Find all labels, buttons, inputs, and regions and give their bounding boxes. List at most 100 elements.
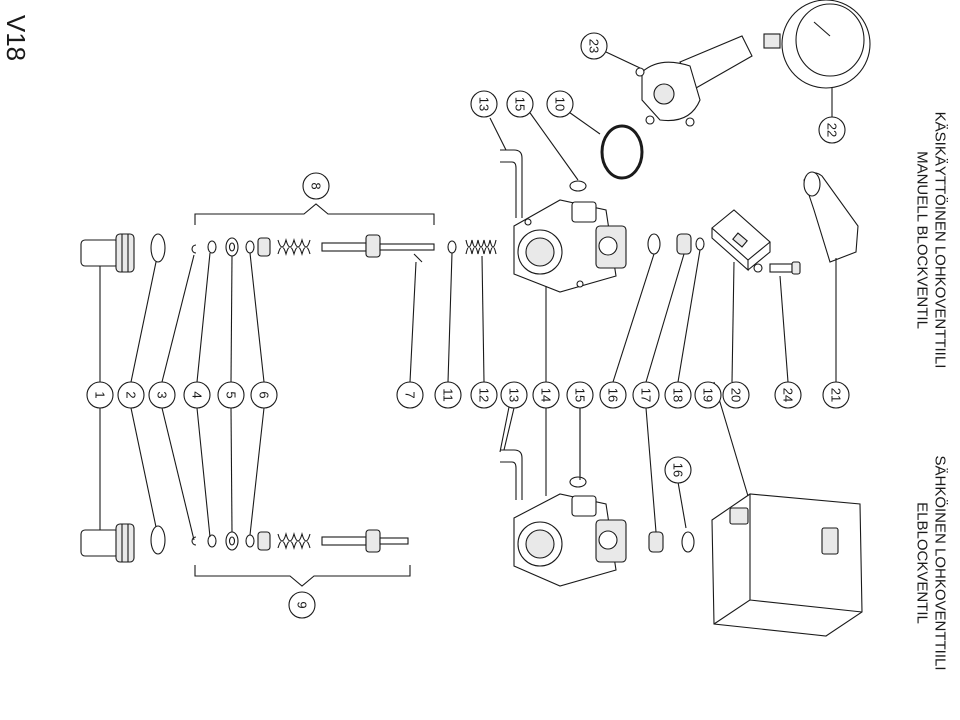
callout-13-top: 13 [470,90,498,118]
callout-16-top-label: 16 [606,388,621,402]
callout-13-bottom-label: 13 [507,388,522,402]
part-hose-fitting-bottom [80,523,135,563]
part-seal-5-bottom [225,531,239,551]
callout-17-label: 17 [639,388,654,402]
callout-15-bottom: 15 [566,381,594,409]
part-seal-17-top [676,233,692,255]
callout-24: 24 [774,381,802,409]
callout-11: 11 [434,381,462,409]
part-plunger-bottom [321,529,409,553]
part-seal-ring-top [257,237,271,257]
callout-6: 6 [250,381,278,409]
part-seal-5-top [225,237,239,257]
callout-5: 5 [217,381,245,409]
callout-7-label: 7 [403,391,418,398]
callout-4: 4 [183,381,211,409]
part-gasket-top [150,233,166,263]
callout-17: 17 [632,381,660,409]
callout-23-label: 23 [587,39,602,53]
bracket-8 [194,203,435,225]
callout-13-top-label: 13 [477,97,492,111]
part-solenoid-actuator-19 [711,493,863,637]
callout-15-top: 15 [506,90,534,118]
callout-11-label: 11 [441,388,456,402]
callout-8-label: 8 [309,182,324,189]
part-washer-15-bottom [569,476,587,488]
part-handle-21 [803,171,859,263]
leader-lines [99,51,837,541]
part-pressure-gauge-22 [763,0,871,89]
callout-21: 21 [822,381,850,409]
callout-16-bottom: 16 [664,456,692,484]
callout-19-label: 19 [701,388,716,402]
callout-6-label: 6 [257,391,272,398]
callout-10-label: 10 [553,97,568,111]
callout-21-label: 21 [829,388,844,402]
part-oring-16-top [647,233,661,255]
part-circlip-bottom [191,536,197,546]
part-cover-plate-20 [711,209,771,272]
callout-14: 14 [532,381,560,409]
part-spring-bottom [277,531,311,551]
callout-5-label: 5 [224,391,239,398]
part-gasket-bottom [150,525,166,555]
part-washer-4-bottom [207,534,217,548]
callout-18-label: 18 [671,388,686,402]
callout-20: 20 [722,381,750,409]
callout-20-label: 20 [729,388,744,402]
part-seal-ring-bottom [257,531,271,551]
section-title-electric: SÄHKÖINEN LOHKOVENTTIILI ELBLOCKVENTIL [914,455,950,670]
callout-13-bottom: 13 [500,381,528,409]
callout-2-label: 2 [124,391,139,398]
part-spring-top [277,237,311,257]
part-circlip-top [191,244,197,254]
part-hose-fitting-top [80,233,135,273]
callout-4-label: 4 [190,391,205,398]
callout-24-label: 24 [781,388,796,402]
part-ring-18 [695,237,705,251]
callout-3: 3 [148,381,176,409]
callout-1-label: 1 [93,391,108,398]
part-oring-11 [447,240,457,254]
title-manual-sv: MANUELL BLOCKVENTIL [914,151,931,329]
part-seal-17-bottom [648,531,664,553]
callout-12: 12 [470,381,498,409]
callout-18: 18 [664,381,692,409]
callout-2: 2 [117,381,145,409]
callout-9-label: 9 [295,601,310,608]
callout-16-bottom-label: 16 [671,463,686,477]
title-manual-fi: KÄSIKÄYTTÖINEN LOHKOVENTTIILI [932,112,950,369]
callout-3-label: 3 [155,391,170,398]
callout-12-label: 12 [477,388,492,402]
part-washer-6-bottom [245,534,255,548]
part-oring-16-bottom [681,531,695,553]
section-title-manual: KÄSIKÄYTTÖINEN LOHKOVENTTIILI MANUELL BL… [914,112,950,369]
part-u-clip-top [500,149,523,218]
part-washer-4-top [207,240,217,254]
part-valve-body-bottom [513,493,627,587]
callout-22-label: 22 [825,123,840,137]
callout-14-label: 14 [539,388,554,402]
part-screw-24 [753,261,801,275]
title-electric-sv: ELBLOCKVENTIL [914,502,931,624]
part-spring-12 [465,239,497,255]
part-gauge-adapter-23 [635,35,753,127]
part-u-clip-bottom [500,449,523,500]
callout-7: 7 [396,381,424,409]
callout-23: 23 [580,32,608,60]
callout-8: 8 [302,172,330,200]
callout-15-top-label: 15 [513,97,528,111]
part-washer-6-top [245,240,255,254]
callout-19: 19 [694,381,722,409]
part-valve-body-top [513,199,627,293]
bracket-9 [194,565,411,587]
part-spindle-top [321,234,435,263]
page-code: V18 [1,15,31,61]
callout-10: 10 [546,90,574,118]
part-washer-15-top [569,180,587,192]
callout-15-bottom-label: 15 [573,388,588,402]
callout-22: 22 [818,116,846,144]
callout-1: 1 [86,381,114,409]
part-large-oring-10 [600,124,644,180]
